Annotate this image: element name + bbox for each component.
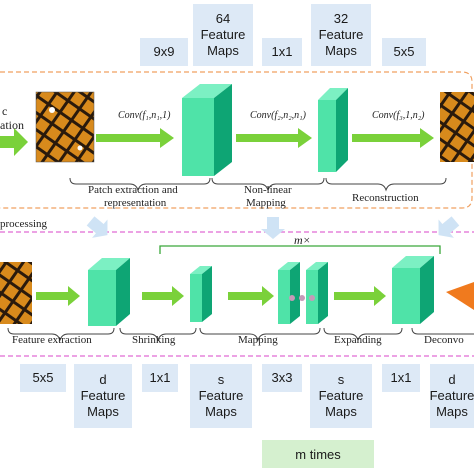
feature-maps-s-right-word: Feature (319, 388, 364, 404)
stage-shrinking: Shrinking (132, 334, 175, 346)
m-times-label: m× (294, 233, 311, 248)
feature-maps-s-right-maps: Maps (325, 404, 357, 420)
feature-maps-d-right-box: d Feature Maps (430, 364, 474, 428)
input-butterfly-top (36, 92, 94, 162)
output-butterfly-top (440, 92, 474, 162)
stage-nonlinear: Non-linear (244, 184, 292, 196)
arrow-feature-extraction (36, 286, 80, 306)
arrow-shrinking (142, 286, 184, 306)
kernel-1x1-bottom-right-label: 1x1 (391, 370, 412, 386)
arrow-deconvolution (446, 282, 474, 310)
m-times-text: m times (295, 447, 341, 462)
cube-32-maps (318, 88, 348, 172)
feature-maps-s-left-number: s (218, 372, 225, 388)
feature-maps-s-left-word: Feature (199, 388, 244, 404)
stage-expanding: Expanding (334, 334, 382, 346)
feature-maps-d-left-word: Feature (81, 388, 126, 404)
feature-maps-d-left-box: d Feature Maps (74, 364, 132, 428)
kernel-1x1-bottom-left-label: 1x1 (150, 370, 171, 386)
feature-maps-d-right-maps: Maps (436, 404, 468, 420)
stage-representation: representation (104, 197, 166, 209)
kernel-3x3-bottom-box: 3x3 (262, 364, 302, 392)
arrow-expanding (334, 286, 386, 306)
left-cut-text-2: ation (0, 118, 24, 133)
stage-patch-extraction: Patch extraction and (88, 184, 178, 196)
conv3-label: Conv(f₃,1,n₂) (372, 110, 425, 121)
arrow-conv3 (352, 128, 434, 148)
kernel-5x5-bottom-box: 5x5 (20, 364, 66, 392)
kernel-3x3-bottom-label: 3x3 (272, 370, 293, 386)
conv2-label: Conv(f₂,n₂,n₁) (250, 110, 306, 121)
feature-maps-d-left-maps: Maps (87, 404, 119, 420)
input-butterfly-bottom (0, 262, 32, 324)
processing-label: processing (0, 218, 47, 230)
brace-reconstruction (326, 178, 446, 190)
stage-mapping-top: Mapping (246, 197, 286, 209)
left-cut-text-1: c (2, 104, 7, 119)
kernel-1x1-bottom-right-box: 1x1 (382, 364, 420, 392)
stage-deconvolution: Deconvo (424, 334, 464, 346)
conv1-label: Conv(f₁,n₁,1) (118, 110, 171, 121)
cube-s-maps-left (190, 266, 212, 322)
stage-mapping-bottom: Mapping (238, 334, 278, 346)
feature-maps-s-left-maps: Maps (205, 404, 237, 420)
connector-arrow-left (83, 212, 115, 245)
stage-reconstruction: Reconstruction (352, 192, 419, 204)
cube-d-maps-left (88, 258, 130, 326)
stage-feature-extraction: Feature extraction (12, 334, 92, 346)
feature-maps-d-right-word: Feature (430, 388, 474, 404)
feature-maps-s-right-box: s Feature Maps (310, 364, 372, 428)
m-times-box: m times (262, 440, 374, 468)
arrow-conv2 (236, 128, 312, 148)
feature-maps-d-left-number: d (99, 372, 106, 388)
feature-maps-s-right-number: s (338, 372, 345, 388)
kernel-1x1-bottom-left-box: 1x1 (142, 364, 178, 392)
cube-d-maps-right (392, 256, 434, 324)
arrow-mapping (228, 286, 274, 306)
cube-64-maps (182, 84, 232, 176)
arrow-conv1 (96, 128, 174, 148)
connector-arrow-mid (261, 217, 285, 239)
cube-mapping-layers (278, 262, 328, 324)
kernel-5x5-bottom-label: 5x5 (33, 370, 54, 386)
feature-maps-s-left-box: s Feature Maps (190, 364, 252, 428)
connector-arrow-right (431, 212, 463, 245)
feature-maps-d-right-number: d (448, 372, 455, 388)
